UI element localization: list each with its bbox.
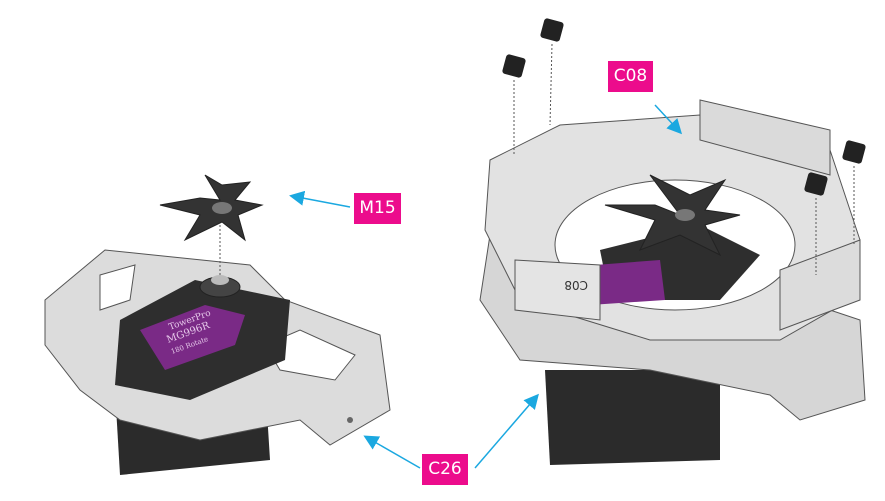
label-c08: C08 xyxy=(608,61,653,92)
nut-1 xyxy=(502,54,526,78)
right-m15-horn xyxy=(604,174,741,257)
c26-arrow-left xyxy=(363,435,421,469)
right-servo-sticker xyxy=(590,260,665,305)
label-m15: M15 xyxy=(354,193,401,224)
c26-arrow-right xyxy=(474,393,539,469)
c08-arrow xyxy=(654,104,683,135)
label-c26: C26 xyxy=(422,454,468,485)
nut-4 xyxy=(842,140,866,164)
left-m15-horn xyxy=(159,174,264,242)
m15-arrow xyxy=(289,190,351,208)
left-assembly: TowerPro MG996R 180 Rotate xyxy=(44,174,391,475)
right-assembly: C08 xyxy=(479,18,866,465)
nut-2 xyxy=(540,18,564,42)
nut-3 xyxy=(804,172,828,196)
right-servo-body xyxy=(545,370,720,465)
left-servo-sticker xyxy=(140,305,245,370)
part-marking: C08 xyxy=(564,278,588,292)
